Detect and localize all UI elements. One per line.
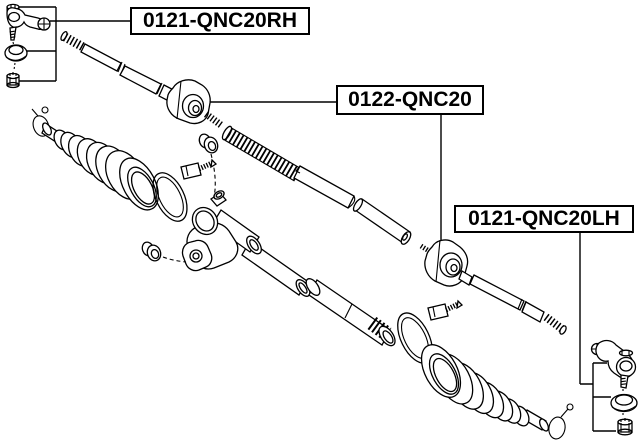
castellated-cap: [618, 349, 634, 357]
ball-stud: [9, 26, 17, 41]
boot-wire-clip-rear: [548, 403, 574, 440]
rack-bar-end: [354, 198, 411, 244]
pinion-input-boss: [210, 190, 227, 207]
tie-rod-end-right: [4, 3, 51, 89]
label-leader-lines: [18, 6, 616, 432]
rack-tube: [241, 240, 396, 347]
threaded-stud: [203, 111, 224, 128]
boot-wire-clip-front: [31, 106, 50, 137]
threaded-end: [543, 313, 565, 333]
rod-shaft-rear: [469, 274, 525, 311]
steering-gear-housing: [181, 190, 262, 272]
part-label-tie-rod-end-rh: 0121-QNC20RH: [130, 7, 310, 35]
mount-bushing-lower: [141, 241, 162, 262]
inner-tie-rod-front: [60, 31, 224, 128]
rack-teeth: [224, 127, 302, 182]
boot-clamp-front: [152, 158, 218, 222]
ball-stud: [620, 374, 629, 389]
housing-collar: [191, 206, 219, 236]
tie-rod-end-left: [590, 339, 638, 436]
housing-mount-ear: [181, 239, 213, 272]
steering-rack: [221, 125, 412, 245]
rack-bar: [293, 165, 355, 209]
part-label-tie-rod-end-lh: 0121-QNC20LH: [454, 205, 634, 233]
rod-shaft: [80, 43, 122, 72]
inner-tie-rod-rear: [419, 239, 567, 335]
castle-nut: [6, 72, 20, 89]
axial-joint-housing-rear: [424, 239, 469, 287]
ball-socket-arc: [7, 11, 21, 23]
arm-clamp-end: [37, 17, 51, 31]
threaded-tip: [62, 33, 86, 51]
axial-joint-housing-front: [166, 79, 211, 125]
dust-cover: [4, 44, 28, 62]
part-label-axial-joint: 0122-QNC20: [336, 85, 484, 115]
steering-rack-boot-front: [31, 106, 159, 211]
mount-bushing-upper: [198, 133, 219, 154]
steering-rack-boot-rear: [420, 344, 574, 440]
dust-cover: [610, 393, 638, 413]
castle-nut: [617, 418, 633, 436]
